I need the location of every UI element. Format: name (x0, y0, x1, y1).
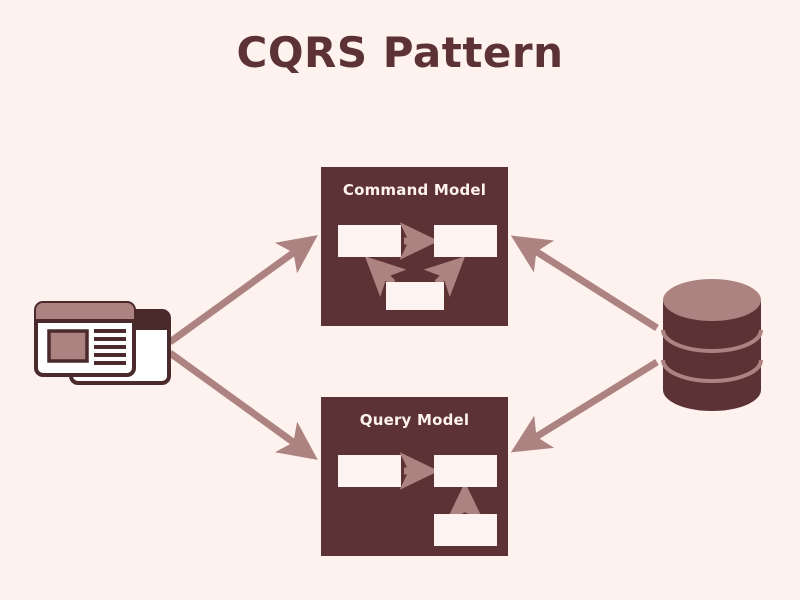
edge-database-to-command-model (510, 235, 659, 331)
command-model-label: Command Model (342, 181, 487, 199)
query-inner-box-3[interactable] (434, 514, 497, 546)
query-inner-box-2[interactable] (434, 455, 497, 487)
edge-client-to-query-model (167, 350, 318, 460)
command-inner-box-1[interactable] (338, 225, 401, 257)
query-model-label: Query Model (359, 411, 470, 429)
cmd-arrow-c-to-b (423, 256, 466, 297)
command-model-panel[interactable]: Command Model (321, 167, 508, 326)
page-title: CQRS Pattern (236, 28, 564, 77)
command-inner-box-2[interactable] (434, 225, 497, 257)
client-windows-icon (34, 301, 171, 385)
edge-database-to-query-model (510, 359, 659, 453)
edge-client-to-command-model (167, 235, 318, 345)
query-model-inner-arrows (399, 452, 484, 522)
query-model-panel[interactable]: Query Model (321, 397, 508, 556)
database-cylinder-icon (661, 279, 763, 411)
cmd-arrow-c-to-a (364, 256, 407, 297)
command-inner-box-3[interactable] (386, 282, 444, 310)
query-inner-box-1[interactable] (338, 455, 401, 487)
command-model-inner-arrows (364, 222, 466, 297)
